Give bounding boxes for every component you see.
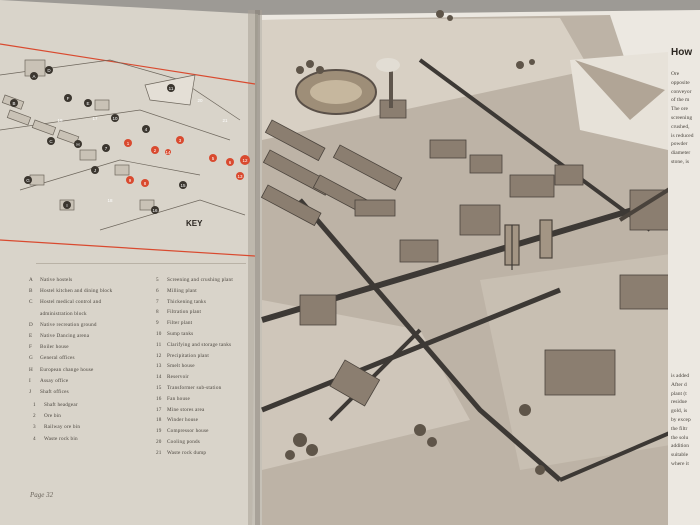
text-line: addition (671, 443, 690, 450)
legend-divider (36, 263, 246, 264)
key-item (156, 491, 233, 502)
text-line: crushed, (671, 123, 690, 130)
text-line: where it (671, 460, 689, 467)
right-page-text-top: Ore opposite conveyor of the m The ore s… (671, 70, 700, 167)
text-line: suitable (671, 452, 689, 459)
text-line: is reduced (671, 132, 694, 139)
site-map-diagram (0, 43, 256, 257)
right-page-heading: How (671, 47, 693, 58)
key-item (156, 469, 233, 480)
text-line: diameter (671, 150, 691, 157)
key-item (156, 480, 233, 491)
text-line: residue (671, 399, 687, 406)
text-line: The ore (671, 106, 688, 113)
text-line: by excep (671, 416, 691, 423)
text-line: is added (671, 373, 690, 379)
left-page (0, 0, 258, 525)
map-key-title: KEY (186, 219, 203, 228)
right-page-text-bottom: is added After d plant (t residue gold, … (671, 372, 700, 469)
text-line: of the m (671, 97, 690, 104)
text-line: opposite (671, 79, 690, 86)
text-line: the solu (671, 434, 689, 441)
text-line: conveyor (671, 88, 692, 95)
text-line: After d (671, 381, 687, 388)
text-line: gold, is (671, 408, 688, 415)
text-line: plant (t (671, 390, 687, 397)
mine-illustration (260, 10, 700, 525)
text-line: screening (671, 114, 693, 121)
key-item (156, 459, 233, 470)
text-line: Ore (671, 71, 680, 77)
text-line: powder (671, 141, 688, 148)
text-line: the filtr (671, 425, 688, 432)
key-item: administration block (40, 310, 87, 317)
page-number: Page 32 (30, 491, 54, 499)
text-line: stone, is (671, 158, 690, 165)
